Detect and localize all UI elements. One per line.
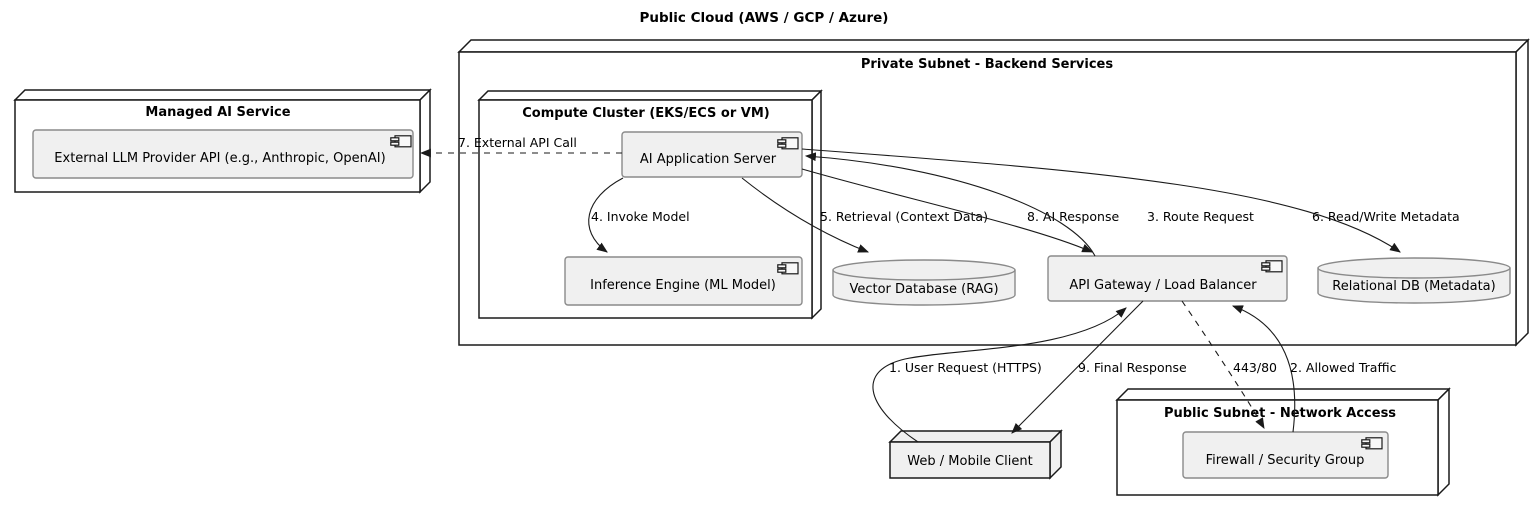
compute-cluster-label: Compute Cluster (EKS/ECS or VM): [522, 106, 769, 121]
edge-user-request: 1. User Request (HTTPS): [872, 307, 1127, 443]
database-vector-db: Vector Database (RAG): [832, 259, 1016, 306]
relational-db-rim: [1317, 267, 1511, 279]
edge-user-request-line: [872, 307, 1127, 443]
edge-final-response: 9. Final Response: [1011, 300, 1187, 434]
edge-final-response-label: 9. Final Response: [1078, 360, 1187, 375]
edge-invoke-model-label: 4. Invoke Model: [591, 209, 690, 224]
edge-port: 443/80: [1181, 300, 1277, 429]
edge-read-write-metadata-label: 6. Read/Write Metadata: [1312, 209, 1460, 224]
component-external-llm-provider-api: External LLM Provider API (e.g., Anthrop…: [32, 129, 414, 179]
firewall-label: Firewall / Security Group: [1206, 453, 1365, 468]
node-public-subnet: Public Subnet - Network Access Firewall …: [1115, 387, 1451, 497]
edge-retrieval: 5. Retrieval (Context Data): [741, 177, 988, 253]
component-api-gateway: API Gateway / Load Balancer: [1047, 255, 1288, 302]
component-icon: [778, 138, 798, 149]
vector-db-rim: [832, 269, 1016, 281]
edge-allowed-traffic-line: [1231, 305, 1296, 433]
managed-ai-label: Managed AI Service: [145, 105, 290, 120]
api-gateway-label: API Gateway / Load Balancer: [1069, 278, 1257, 293]
web-client-front-face: [889, 441, 1051, 479]
compute-cluster-top-face: [477, 90, 823, 101]
public-subnet-top-face: [1115, 388, 1451, 401]
vector-db-body: [832, 259, 1016, 306]
edge-port-label: 443/80: [1233, 360, 1277, 375]
edge-allowed-traffic: 2. Allowed Traffic: [1231, 305, 1397, 433]
compute-cluster-side-face: [811, 89, 822, 320]
relational-db-body: [1317, 257, 1511, 304]
managed-ai-side-face: [419, 88, 431, 194]
edge-route-request: 3. Route Request: [804, 152, 1254, 257]
node-compute-cluster: Compute Cluster (EKS/ECS or VM) AI Appli…: [477, 89, 823, 320]
managed-ai-top-face: [13, 89, 432, 101]
public-subnet-side-face: [1437, 387, 1450, 497]
database-relational-db: Relational DB (Metadata): [1317, 257, 1511, 304]
web-client-label: Web / Mobile Client: [907, 454, 1032, 469]
component-inference-engine: Inference Engine (ML Model): [564, 256, 803, 306]
edge-route-request-line: [804, 152, 1096, 257]
public-subnet-label: Public Subnet - Network Access: [1164, 406, 1396, 421]
edge-retrieval-label: 5. Retrieval (Context Data): [820, 209, 988, 224]
edge-external-api-call: 7. External API Call: [419, 135, 622, 158]
component-icon: [778, 263, 798, 274]
component-icon: [391, 136, 411, 147]
node-managed-ai-service: Managed AI Service External LLM Provider…: [13, 88, 432, 194]
edges: 7. External API Call 4. Invoke Model 5. …: [419, 135, 1460, 443]
inference-engine-label: Inference Engine (ML Model): [590, 278, 776, 293]
edge-invoke-model-line: [588, 177, 624, 253]
relational-db-label: Relational DB (Metadata): [1332, 279, 1495, 294]
edge-ai-response-label: 8. AI Response: [1027, 209, 1119, 224]
private-subnet-label: Private Subnet - Backend Services: [861, 57, 1113, 72]
private-subnet-top-face: [457, 39, 1530, 53]
edge-final-response-line: [1011, 300, 1144, 434]
edge-external-api-call-label: 7. External API Call: [458, 135, 577, 150]
edge-retrieval-line: [741, 177, 870, 253]
private-subnet-side-face: [1515, 38, 1529, 347]
component-ai-application-server: AI Application Server: [621, 131, 803, 178]
edge-invoke-model: 4. Invoke Model: [588, 177, 690, 253]
component-icon: [1262, 261, 1282, 272]
edge-read-write-metadata: 6. Read/Write Metadata: [801, 148, 1460, 253]
component-icon: [1362, 438, 1382, 449]
component-firewall-security-group: Firewall / Security Group: [1182, 431, 1389, 479]
edge-allowed-traffic-label: 2. Allowed Traffic: [1290, 360, 1397, 375]
edge-read-write-metadata-line: [801, 148, 1401, 253]
page-title: Public Cloud (AWS / GCP / Azure): [640, 10, 889, 26]
edge-route-request-label: 3. Route Request: [1147, 209, 1254, 224]
edge-ai-response-line: [801, 168, 1094, 253]
external-llm-label: External LLM Provider API (e.g., Anthrop…: [54, 151, 385, 166]
node-web-mobile-client: Web / Mobile Client: [888, 429, 1063, 480]
ai-app-server-label: AI Application Server: [640, 152, 777, 167]
edge-user-request-label: 1. User Request (HTTPS): [889, 360, 1042, 375]
edge-ai-response: 8. AI Response: [801, 168, 1119, 253]
vector-db-label: Vector Database (RAG): [849, 282, 998, 297]
